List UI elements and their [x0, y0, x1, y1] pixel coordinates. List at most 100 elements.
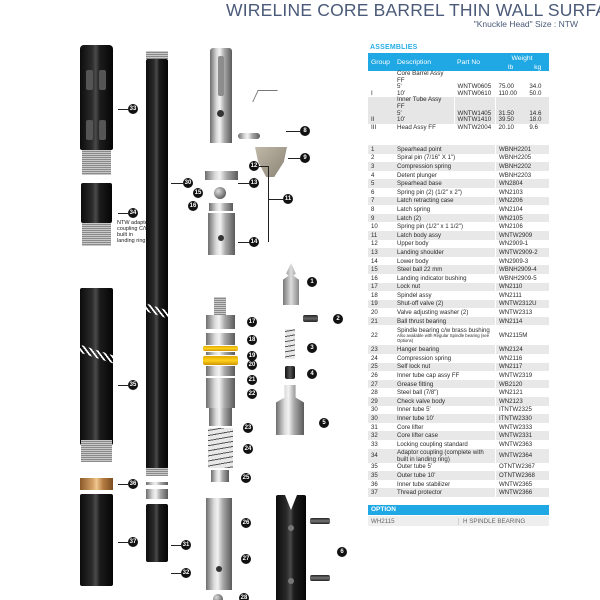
part-number: 18 — [371, 291, 378, 299]
part-description: Inner tube stabilizer — [397, 480, 451, 488]
part-number: 12 — [371, 240, 378, 248]
outer-tube-thread — [81, 440, 112, 462]
part-description: Grease fitting — [394, 379, 496, 389]
part-number: 34 — [368, 448, 394, 463]
part-description: Inner tube 5' — [397, 406, 431, 414]
part-no: WNTW2313 — [495, 308, 549, 317]
part-number: 6 — [371, 188, 375, 196]
part-no: WNTW2331 — [495, 431, 549, 440]
assembly-row: III Head Assy FF WNTW2004 20.10 9.6 — [368, 123, 549, 134]
assemblies-label: ASSEMBLIES — [370, 44, 418, 51]
leader-line — [118, 385, 128, 386]
spring-pin-6-part — [310, 518, 330, 524]
part-number: 35 — [371, 463, 378, 471]
part-number: 13 — [368, 248, 394, 257]
part-description: Steel ball 22 mm — [394, 265, 496, 274]
part-no: WN2804 — [495, 179, 549, 188]
part-number: 14 — [371, 257, 378, 265]
core-lifter-part — [146, 489, 168, 499]
core-lifter-case-part — [146, 504, 168, 562]
part-no: WNTW2365 — [495, 479, 549, 489]
leader-line — [288, 158, 300, 159]
part-description: Self lock nut — [394, 362, 496, 372]
part-no: ITNTW2325 — [495, 405, 549, 415]
ball-thrust-bearing-part — [206, 366, 235, 376]
part-number: 2 — [371, 154, 375, 162]
callout-23: 23 — [243, 423, 253, 433]
part-number: 5 — [368, 179, 394, 188]
page-title: WIRELINE CORE BARREL THIN WALL SURFACE — [226, 0, 600, 20]
callout-17: 17 — [247, 317, 257, 327]
hanger-bearing-part — [209, 408, 232, 426]
callout-21: 21 — [247, 375, 257, 385]
outer-tube-part — [78, 288, 115, 445]
col-description: Description — [394, 53, 454, 71]
spiral-pin-part — [303, 315, 318, 322]
callout-19: 19 — [247, 351, 257, 361]
callout-16: 16 — [188, 201, 198, 211]
part-number: 23 — [368, 345, 394, 355]
landing-indicator-bushing-part — [209, 203, 233, 211]
part-number: 29 — [368, 397, 394, 406]
callout-27: 27 — [241, 554, 251, 564]
leader-line — [238, 183, 249, 184]
part-description: Latch retracting case — [394, 196, 496, 206]
callout-5: 5 — [319, 418, 329, 428]
part-description: Compression spring — [397, 354, 452, 362]
landing-shoulder-part — [205, 171, 238, 180]
inner-tube-cap-part — [206, 498, 232, 590]
part-description: Core lifter case — [394, 431, 496, 440]
callout-25: 25 — [241, 473, 251, 483]
part-no: WN2117 — [495, 362, 549, 372]
part-number: 36 — [371, 480, 378, 488]
part-number: 37 — [368, 488, 394, 497]
callout-13: 13 — [249, 178, 259, 188]
part-no: WNTW2364 — [495, 448, 549, 463]
leader-line — [171, 183, 183, 184]
leader-line — [259, 166, 268, 167]
col-part-no: Part No — [454, 53, 495, 71]
adapter-thread — [82, 223, 111, 246]
part-no: WN2909-1 — [495, 239, 549, 249]
page-subtitle: "Knuckle Head" Size : NTW — [473, 19, 578, 29]
part-description: Valve adjusting washer (2) — [397, 309, 469, 317]
part-description: Inner tube cap assy FF — [397, 372, 460, 380]
callout-15: 15 — [193, 188, 203, 198]
callout-33: 33 — [128, 104, 138, 114]
valve-washer-part — [206, 352, 235, 355]
part-number: 3 — [368, 162, 394, 171]
inner-tube-bottom-thread — [146, 468, 168, 476]
shut-off-valve-part — [203, 356, 238, 365]
part-no: WB2120 — [495, 379, 549, 389]
part-no: WBNH2201 — [495, 145, 549, 154]
part-number: 7 — [368, 196, 394, 206]
detent-plunger-part — [285, 366, 295, 379]
part-description: Spindel assy — [397, 291, 432, 299]
part-no: WNTW2909-2 — [495, 248, 549, 257]
part-number: 10 — [371, 223, 378, 231]
part-no: WBNH2205 — [495, 153, 549, 163]
thread-protector-part — [80, 494, 113, 586]
part-no: WBNH2909-4 — [495, 265, 549, 274]
part-no: WNTW2312U — [495, 299, 549, 309]
callout-2: 2 — [333, 314, 343, 324]
callout-18: 18 — [247, 335, 257, 345]
